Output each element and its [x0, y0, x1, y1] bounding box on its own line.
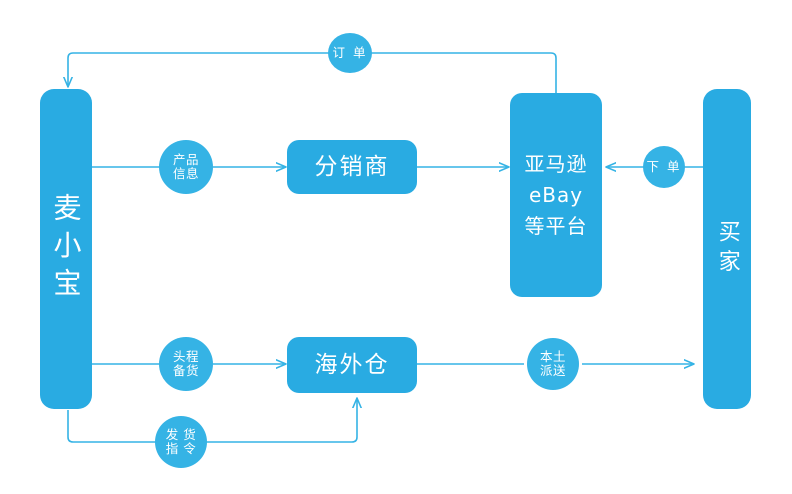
badge-product-info-line1: 产品 — [172, 152, 199, 167]
node-distributor[interactable]: 分销商 — [287, 140, 417, 194]
wire-ship-instruction — [67, 398, 357, 443]
badge-order-label: 订 单 — [332, 45, 368, 60]
node-buyer-label: 买家 — [714, 219, 740, 279]
badge-ship-instruction-line2: 指 令 — [165, 441, 197, 456]
badge-local-delivery-line1: 本土 — [539, 349, 566, 364]
badge-first-leg-stock[interactable]: 头程 备货 — [159, 337, 213, 391]
badge-ship-instruction[interactable]: 发 货 指 令 — [155, 416, 207, 468]
badge-first-leg-stock-line2: 备货 — [172, 363, 199, 378]
badge-local-delivery-line2: 派送 — [539, 363, 566, 378]
badge-ship-instruction-line1: 发 货 — [165, 427, 197, 442]
node-platform-line2: eBay — [528, 182, 584, 207]
node-overseas-warehouse-label: 海外仓 — [314, 351, 390, 378]
badge-first-leg-stock-line1: 头程 — [172, 349, 199, 364]
node-maixiaobao-label: 麦小宝 — [49, 192, 83, 306]
node-maixiaobao[interactable]: 麦小宝 — [40, 89, 92, 409]
node-distributor-label: 分销商 — [314, 153, 390, 180]
badge-place-order-label: 下 单 — [646, 159, 682, 174]
node-platform-line3: 等平台 — [524, 213, 588, 238]
wire-order-feedback — [68, 52, 557, 93]
badge-product-info[interactable]: 产品 信息 — [159, 140, 213, 194]
node-platform[interactable]: 亚马逊 eBay 等平台 — [510, 93, 602, 297]
node-platform-line1: 亚马逊 — [524, 151, 588, 176]
badge-product-info-line2: 信息 — [172, 166, 199, 181]
node-overseas-warehouse[interactable]: 海外仓 — [287, 337, 417, 393]
badge-place-order[interactable]: 下 单 — [643, 146, 685, 188]
node-buyer[interactable]: 买家 — [703, 89, 751, 409]
badge-local-delivery[interactable]: 本土 派送 — [527, 338, 579, 390]
badge-order[interactable]: 订 单 — [328, 33, 372, 73]
